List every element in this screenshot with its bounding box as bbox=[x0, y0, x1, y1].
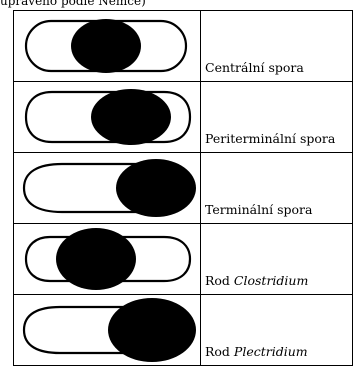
clostridium-illustration bbox=[14, 224, 201, 295]
plectridium-illustration bbox=[14, 295, 201, 366]
plectridium-label: Rod Plectridium bbox=[201, 295, 353, 366]
genus-name: Plectridium bbox=[234, 344, 308, 359]
periterminal-spore-label: Periterminální spora bbox=[201, 82, 353, 153]
central-spore-label: Centrální spora bbox=[201, 11, 353, 82]
central-spore-illustration bbox=[14, 11, 201, 82]
terminal-spore-illustration bbox=[14, 153, 201, 224]
figure-caption: upraveno podle Nemce) bbox=[0, 0, 146, 8]
periterminal-spore-illustration bbox=[14, 82, 201, 153]
genus-name: Clostridium bbox=[234, 273, 308, 288]
terminal-spore-label: Terminální spora bbox=[201, 153, 353, 224]
table-row: Rod Plectridium bbox=[14, 295, 353, 366]
table-row: Rod Clostridium bbox=[14, 224, 353, 295]
table-row: Terminální spora bbox=[14, 153, 353, 224]
table-row: Periterminální spora bbox=[14, 82, 353, 153]
clostridium-label: Rod Clostridium bbox=[201, 224, 353, 295]
table-row: Centrální spora bbox=[14, 11, 353, 82]
spore-types-table: Centrální spora Periterminální spora Ter… bbox=[13, 10, 353, 366]
